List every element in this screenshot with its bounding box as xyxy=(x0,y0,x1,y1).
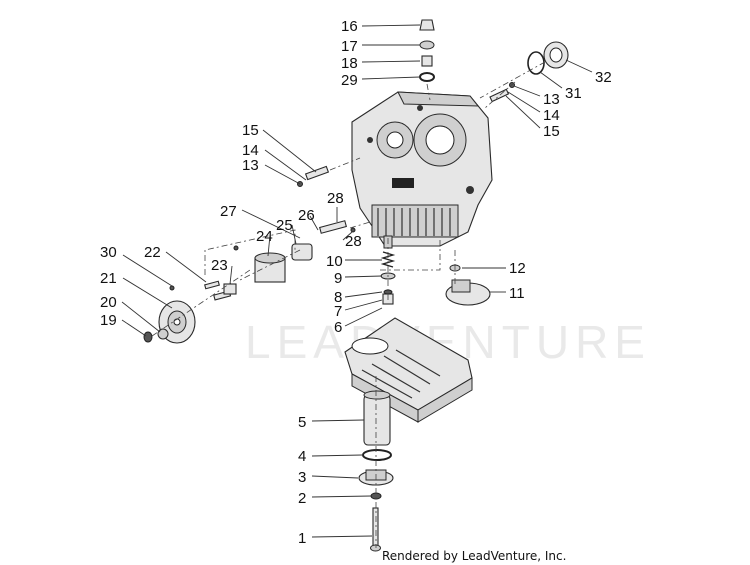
breather-valve-16 xyxy=(419,19,435,31)
callout-5: 5 xyxy=(298,414,306,431)
callout-14-left: 14 xyxy=(242,142,259,159)
callout-21: 21 xyxy=(100,270,117,287)
o-ring-31 xyxy=(527,51,545,75)
assembly-lines xyxy=(151,61,546,548)
callout-14-right: 14 xyxy=(543,107,560,124)
callout-24: 24 xyxy=(256,228,273,245)
crankcase-housing xyxy=(351,91,493,247)
callout-1: 1 xyxy=(298,530,306,547)
washer-17 xyxy=(419,40,435,50)
plug-18 xyxy=(421,55,433,67)
callout-27: 27 xyxy=(220,203,237,220)
render-credit: Rendered by LeadVenture, Inc. xyxy=(382,549,566,563)
callout-13-right: 13 xyxy=(543,91,560,108)
callout-29: 29 xyxy=(341,72,358,89)
callout-8: 8 xyxy=(334,289,342,306)
oil-pump-11 xyxy=(445,279,491,306)
callout-13-left: 13 xyxy=(242,157,259,174)
bolt-15-left xyxy=(304,165,330,181)
callout-17: 17 xyxy=(341,38,358,55)
callout-15-right: 15 xyxy=(543,123,560,140)
oil-pan xyxy=(344,317,473,423)
callout-10: 10 xyxy=(326,253,343,270)
callout-6: 6 xyxy=(334,319,342,336)
spring-10 xyxy=(380,251,396,268)
key-30 xyxy=(169,285,175,291)
o-ring-4 xyxy=(362,449,392,461)
callout-28-upper: 28 xyxy=(327,190,344,207)
callout-12: 12 xyxy=(509,260,526,277)
callout-18: 18 xyxy=(341,55,358,72)
callout-9: 9 xyxy=(334,270,342,287)
leader-lines xyxy=(121,24,593,538)
shaft-26 xyxy=(318,220,348,234)
nut-19 xyxy=(143,331,153,343)
callout-23: 23 xyxy=(211,257,228,274)
callout-20: 20 xyxy=(100,294,117,311)
callout-30: 30 xyxy=(100,244,117,261)
washer-29 xyxy=(419,72,435,82)
callout-16: 16 xyxy=(341,18,358,35)
callout-2: 2 xyxy=(298,490,306,507)
callout-11: 11 xyxy=(509,285,525,302)
callout-19: 19 xyxy=(100,312,117,329)
callout-28-lower: 28 xyxy=(345,233,362,250)
bolt-15-right xyxy=(489,88,510,103)
oil-filter-5 xyxy=(363,390,391,446)
bearing-25 xyxy=(291,243,313,261)
pin-22 xyxy=(204,280,220,290)
callout-3: 3 xyxy=(298,469,306,486)
callout-15-left: 15 xyxy=(242,122,259,139)
washer-20 xyxy=(157,328,169,340)
callout-labels: 16 17 18 29 32 31 13 14 15 15 14 13 28 2… xyxy=(100,18,612,547)
bushing-23 xyxy=(223,283,237,295)
callout-22: 22 xyxy=(144,244,161,261)
callout-7: 7 xyxy=(334,303,342,320)
callout-26: 26 xyxy=(298,207,315,224)
callout-31: 31 xyxy=(565,85,582,102)
bolt-1 xyxy=(372,507,379,549)
callout-32: 32 xyxy=(595,69,612,86)
callout-25: 25 xyxy=(276,217,293,234)
callout-4: 4 xyxy=(298,448,306,465)
pump-body-24 xyxy=(254,252,286,283)
